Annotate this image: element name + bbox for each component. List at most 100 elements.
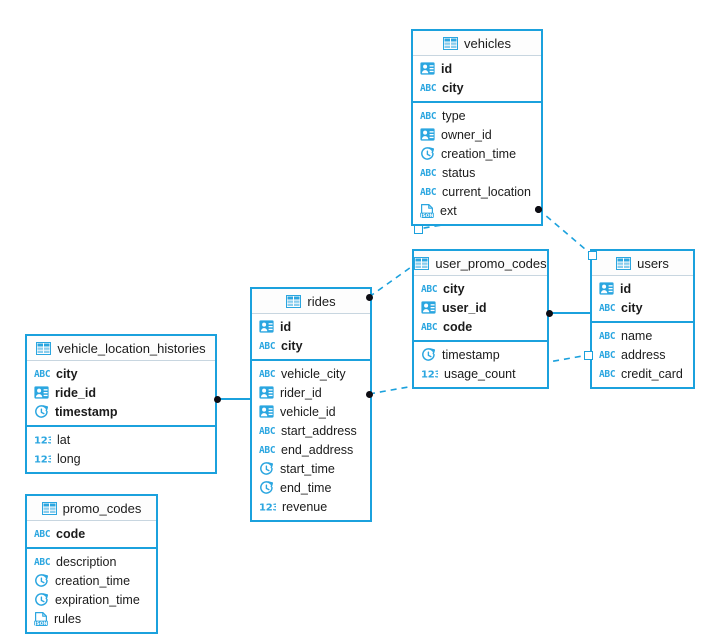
id-card-icon [420, 62, 435, 75]
abc-text-icon: ABC [599, 302, 615, 313]
field-usage_count[interactable]: 123 usage_count [414, 364, 547, 383]
table-header-vehicle_location_histories[interactable]: vehicle_location_histories [27, 336, 215, 361]
field-label: timestamp [442, 347, 500, 362]
field-label: timestamp [55, 404, 118, 419]
relationship-rides-to-user_promo_codes [368, 264, 415, 298]
relationship-target-square [583, 350, 593, 360]
field-label: ride_id [55, 385, 96, 400]
key-field-timestamp[interactable]: timestamp [27, 402, 215, 421]
table-name: vehicles [464, 35, 511, 51]
field-expiration_time[interactable]: expiration_time [27, 590, 156, 609]
key-field-id[interactable]: id [592, 279, 693, 298]
svg-text:ABC: ABC [599, 350, 615, 360]
clock-icon [259, 461, 274, 476]
field-label: lat [57, 432, 71, 447]
field-label: end_address [281, 442, 354, 457]
key-field-id[interactable]: id [252, 317, 370, 336]
svg-text:ABC: ABC [421, 322, 437, 332]
field-owner_id[interactable]: owner_id [413, 125, 541, 144]
field-rider_id[interactable]: rider_id [252, 383, 370, 402]
abc-text-icon: ABC [421, 321, 437, 332]
field-label: city [56, 366, 78, 381]
key-field-user_id[interactable]: user_id [414, 298, 547, 317]
field-creation_time[interactable]: creation_time [413, 144, 541, 163]
clock-icon [34, 573, 49, 588]
svg-text:123: 123 [34, 436, 51, 446]
id-card-icon [34, 386, 49, 399]
svg-text:ABC: ABC [420, 83, 436, 93]
field-timestamp[interactable]: timestamp [414, 345, 547, 364]
table-header-users[interactable]: users [592, 251, 693, 276]
table-name: user_promo_codes [435, 255, 547, 271]
abc-text-icon: ABC [421, 283, 437, 294]
table-icon [36, 341, 52, 355]
clock-icon [259, 480, 274, 495]
table-header-user_promo_codes[interactable]: user_promo_codes [414, 251, 547, 276]
field-vehicle_id[interactable]: vehicle_id [252, 402, 370, 421]
field-label: rules [54, 611, 82, 626]
field-end_time[interactable]: end_time [252, 478, 370, 497]
field-label: description [56, 554, 117, 569]
svg-text:123: 123 [34, 455, 51, 465]
relationship-source-dot [534, 205, 542, 213]
svg-text:ABC: ABC [34, 369, 50, 379]
svg-text:123: 123 [421, 370, 438, 380]
abc-text-icon: ABC [34, 368, 50, 379]
key-field-id[interactable]: id [413, 59, 541, 78]
table-header-promo_codes[interactable]: promo_codes [27, 496, 156, 521]
field-label: usage_count [444, 366, 516, 381]
svg-text:ABC: ABC [259, 341, 275, 351]
key-field-ride_id[interactable]: ride_id [27, 383, 215, 402]
table-header-vehicles[interactable]: vehicles [413, 31, 541, 56]
field-start_time[interactable]: start_time [252, 459, 370, 478]
field-lat[interactable]: 123 lat [27, 430, 215, 449]
abc-text-icon: ABC [599, 368, 615, 379]
abc-text-icon: ABC [34, 528, 50, 539]
relationship-target-square [587, 250, 597, 260]
relationship-source-dot [365, 390, 373, 398]
id-card-icon [259, 386, 274, 399]
123-number-icon: 123 [34, 434, 51, 446]
key-field-city[interactable]: ABC city [27, 364, 215, 383]
field-creation_time[interactable]: creation_time [27, 571, 156, 590]
table-header-rides[interactable]: rides [252, 289, 370, 314]
json-document-icon: JSON [420, 203, 434, 218]
field-label: start_time [280, 461, 335, 476]
relationship-source-dot [213, 395, 221, 403]
field-label: type [442, 108, 466, 123]
